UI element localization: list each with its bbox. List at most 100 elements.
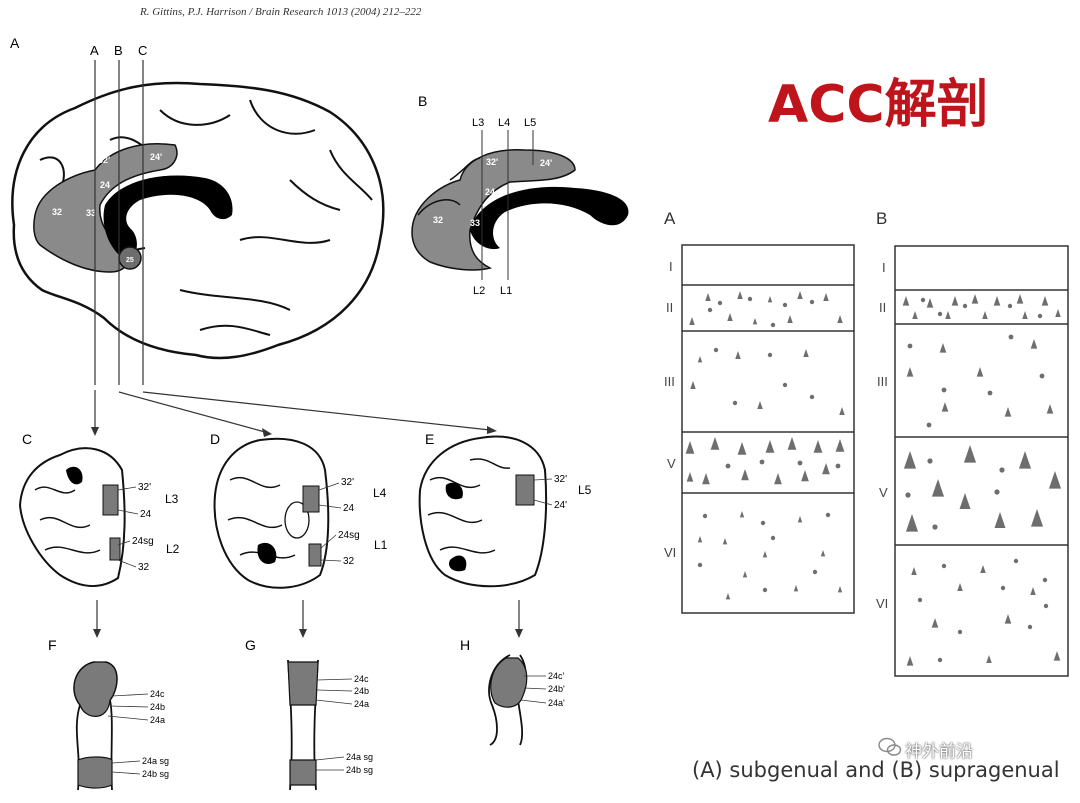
area-label: 24 — [485, 187, 495, 197]
pyramidal-neuron — [787, 315, 793, 323]
granule-neuron — [747, 296, 753, 302]
panel-e-letter: E — [425, 431, 434, 447]
pyramidal-neuron — [839, 407, 845, 415]
panel-g-letter: G — [245, 637, 256, 653]
pyramidal-neuron — [813, 440, 823, 453]
layer-label: VI — [664, 545, 676, 560]
column-b-frame — [894, 245, 1069, 677]
section-lines — [94, 60, 144, 385]
pyramidal-neuron — [931, 618, 939, 628]
area-label: 24sg — [132, 536, 154, 547]
line-label: L1 — [374, 538, 388, 552]
slide-title: ACC解剖 — [768, 75, 989, 135]
pyramidal-neuron — [941, 402, 949, 412]
pyramidal-neuron — [994, 512, 1006, 528]
area-label: 24 — [343, 503, 355, 514]
granule-neuron — [812, 569, 818, 575]
coronal-section-d — [213, 437, 330, 589]
area-label: 32' — [486, 157, 498, 167]
area-label: 32' — [98, 155, 110, 165]
granule-neuron — [962, 303, 968, 309]
pyramidal-neuron — [980, 565, 986, 573]
area-label: 24b — [354, 686, 369, 696]
pyramidal-neuron — [686, 472, 694, 482]
column-b-letter: B — [876, 209, 887, 228]
wechat-icon — [878, 737, 902, 756]
line-label: L1 — [500, 285, 512, 297]
granule-neuron — [825, 512, 831, 518]
granule-neuron — [713, 347, 719, 353]
corpus-callosum — [103, 175, 233, 262]
pyramidal-neuron — [912, 311, 918, 319]
pyramidal-neuron — [993, 296, 1001, 306]
pyramidal-neuron — [739, 511, 745, 518]
area-label: 24c' — [548, 671, 565, 681]
line-label: L4 — [498, 117, 510, 129]
area-label: 32 — [52, 207, 62, 217]
granule-neuron — [767, 352, 773, 358]
pyramidal-neuron — [727, 313, 733, 321]
pyramidal-neuron — [741, 469, 749, 481]
medial-brain-outline — [11, 81, 385, 360]
pyramidal-neuron — [902, 296, 910, 306]
area-label: 32' — [138, 482, 151, 493]
pyramidal-neuron — [737, 291, 743, 299]
layer-label: II — [666, 300, 673, 315]
area-label: 24b' — [548, 684, 565, 694]
granule-neuron — [702, 513, 708, 519]
pyramidal-neuron — [906, 367, 914, 377]
pyramidal-neuron — [803, 349, 809, 357]
column-a-neurons — [685, 291, 845, 600]
granule-neuron — [1013, 558, 1019, 564]
granule-neuron — [809, 394, 815, 400]
pyramidal-neuron — [837, 315, 843, 323]
pyramidal-neuron — [1030, 339, 1038, 349]
granule-neuron — [732, 400, 738, 406]
acc-region-a — [33, 143, 178, 273]
area-label: 24' — [150, 152, 162, 162]
pyramidal-neuron — [903, 451, 917, 469]
pyramidal-neuron — [971, 294, 979, 304]
granule-neuron — [1037, 313, 1043, 319]
pyramidal-neuron — [986, 655, 992, 663]
granule-neuron — [917, 597, 923, 603]
granule-neuron — [927, 458, 933, 464]
layer-label: III — [877, 374, 888, 389]
area-label: 24c — [354, 674, 369, 684]
pyramidal-neuron — [982, 311, 988, 319]
pyramidal-neuron — [705, 293, 711, 301]
area-label: 24 — [140, 509, 152, 520]
pyramidal-neuron — [710, 437, 720, 450]
panel-c-letter: C — [22, 431, 32, 447]
line-label: L5 — [524, 117, 536, 129]
pyramidal-neuron — [1055, 309, 1061, 317]
pyramidal-neuron — [1022, 311, 1028, 319]
area-label: 24' — [554, 500, 567, 511]
area-label: 32' — [341, 477, 354, 488]
pyramidal-neuron — [757, 401, 763, 409]
area-label: 24c — [150, 689, 165, 699]
pyramidal-neuron — [1004, 407, 1012, 417]
pyramidal-neuron — [911, 567, 917, 575]
granule-neuron — [937, 657, 943, 663]
granule-neuron — [937, 311, 943, 317]
line-label: L5 — [578, 483, 592, 497]
line-label: L3 — [472, 117, 484, 129]
pyramidal-neuron — [837, 586, 843, 593]
panel-a-letter: A — [10, 35, 20, 51]
pyramidal-neuron — [976, 367, 984, 377]
acc-region-b — [411, 149, 576, 271]
pyramidal-neuron — [823, 293, 829, 301]
pyramidal-neuron — [797, 516, 803, 523]
pyramidal-neuron — [787, 437, 797, 450]
area-label: 24 — [100, 180, 110, 190]
granule-neuron — [770, 322, 776, 328]
pyramidal-neuron — [697, 536, 703, 543]
line-label: L2 — [473, 285, 485, 297]
area-label: 24b sg — [346, 765, 373, 775]
pyramidal-neuron — [702, 473, 710, 485]
pyramidal-neuron — [822, 463, 830, 475]
pyramidal-neuron — [835, 439, 845, 452]
area-label: 32 — [343, 556, 355, 567]
